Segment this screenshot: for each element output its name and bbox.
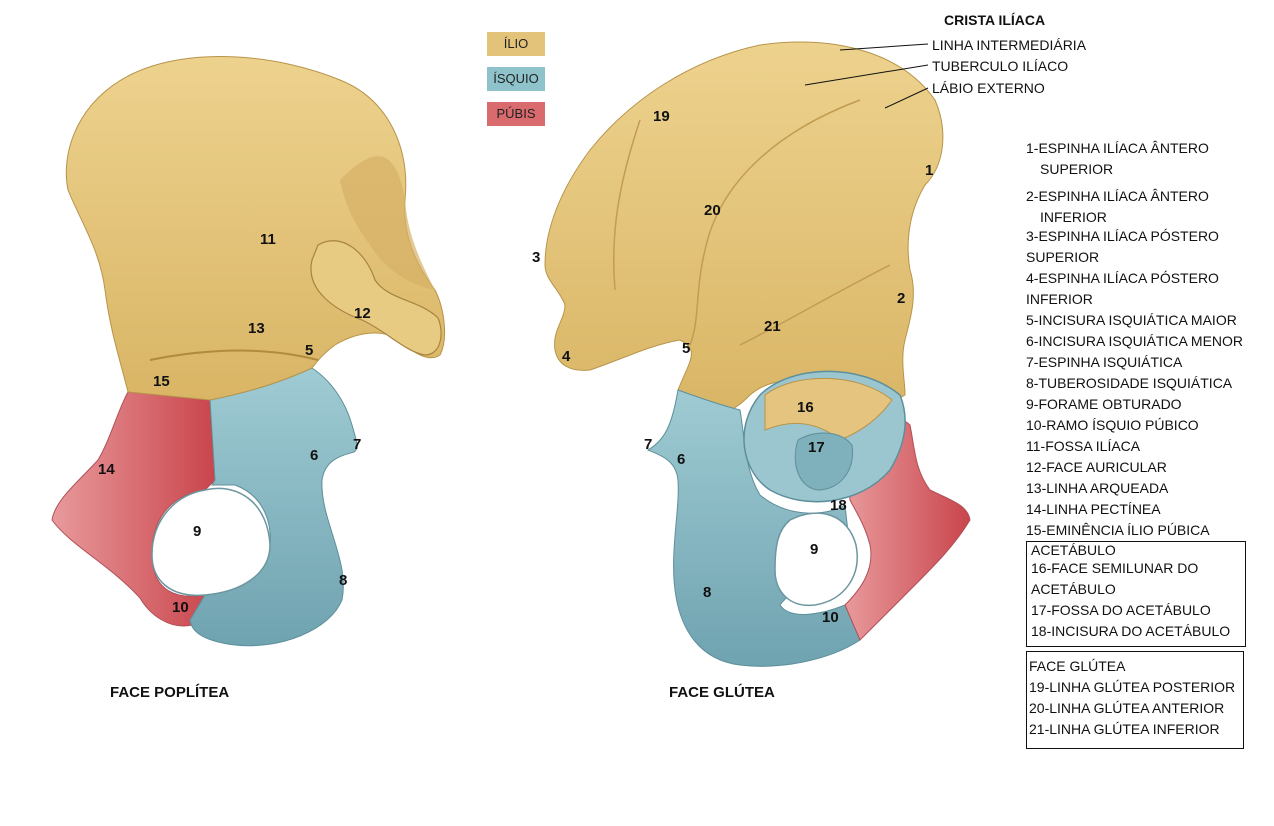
acetabulo-item-16-cont: ACETÁBULO <box>1031 581 1116 597</box>
list-item-4: 4-ESPINHA ILÍACA PÓSTERO INFERIOR <box>1026 268 1219 310</box>
legend-ilio: ÍLIO <box>487 32 545 56</box>
marker-right-4: 4 <box>562 348 571 365</box>
marker-right-18: 18 <box>830 497 847 514</box>
marker-left-13: 13 <box>248 320 265 337</box>
glutea-box: FACE GLÚTEA 19-LINHA GLÚTEA POSTERIOR 20… <box>1026 651 1244 749</box>
crest-intermediate-line-label: LINHA INTERMEDIÁRIA <box>932 37 1087 53</box>
right-posterior-gluteal-line <box>613 119 641 291</box>
right-inferior-gluteal-line <box>739 264 891 346</box>
right-hip-bone <box>544 41 971 667</box>
list-item-1-line1: 1-ESPINHA ILÍACA ÂNTERO <box>1026 140 1209 156</box>
list-item-2: 2-ESPINHA ILÍACA ÂNTERO INFERIOR <box>1026 186 1209 228</box>
marker-right-16: 16 <box>797 399 814 416</box>
list-item-1: 1-ESPINHA ILÍACA ÂNTERO SUPERIOR <box>1026 138 1209 180</box>
leader-intermediate-line <box>839 43 929 51</box>
left-auricular-surface <box>310 240 442 356</box>
list-item-5: 5-INCISURA ISQUIÁTICA MAIOR <box>1026 312 1237 328</box>
list-item-13: 13-LINHA ARQUEADA <box>1026 480 1169 496</box>
marker-right-20: 20 <box>704 202 721 219</box>
marker-right-21: 21 <box>764 318 781 335</box>
left-arcuate-line <box>149 349 319 361</box>
marker-right-7: 7 <box>644 436 653 453</box>
legend-isquio-label: ÍSQUIO <box>493 71 539 86</box>
marker-left-10: 10 <box>172 599 189 616</box>
right-anterior-gluteal-line <box>689 99 861 346</box>
right-ilium-region <box>544 41 944 421</box>
left-obturator-foramen <box>151 487 271 597</box>
marker-right-19: 19 <box>653 108 670 125</box>
marker-left-11: 11 <box>260 231 276 248</box>
list-item-8: 8-TUBEROSIDADE ISQUIÁTICA <box>1026 375 1233 391</box>
legend-pubis-label: PÚBIS <box>496 106 536 121</box>
list-item-14: 14-LINHA PECTÍNEA <box>1026 501 1161 517</box>
marker-right-17: 17 <box>808 439 825 456</box>
list-item-3-line2: SUPERIOR <box>1026 249 1100 265</box>
marker-left-5: 5 <box>305 342 314 359</box>
crest-external-lip-label: LÁBIO EXTERNO <box>932 80 1045 96</box>
view-title-right: FACE GLÚTEA <box>669 684 775 701</box>
list-item-15: 15-EMINÊNCIA ÍLIO PÚBICA <box>1026 522 1210 538</box>
marker-left-7: 7 <box>353 436 362 453</box>
leader-iliac-tubercle <box>804 64 929 86</box>
marker-right-2: 2 <box>897 290 906 307</box>
leader-external-lip <box>884 87 929 109</box>
marker-right-10: 10 <box>822 609 839 626</box>
left-rough-area <box>340 156 435 290</box>
legend-isquio: ÍSQUIO <box>487 67 545 91</box>
acetabulo-item-18: 18-INCISURA DO ACETÁBULO <box>1031 623 1231 639</box>
glutea-item-20: 20-LINHA GLÚTEA ANTERIOR <box>1029 700 1225 716</box>
right-acetabular-fossa <box>794 432 854 491</box>
acetabulo-box: ACETÁBULO 16-FACE SEMILUNAR DO ACETÁBULO… <box>1026 541 1246 647</box>
list-item-1-line2: SUPERIOR <box>1040 161 1114 177</box>
right-obturator-foramen <box>774 512 858 607</box>
list-item-3-line1: 3-ESPINHA ILÍACA PÓSTERO <box>1026 228 1219 244</box>
marker-right-5: 5 <box>682 340 691 357</box>
marker-left-14: 14 <box>98 461 115 478</box>
list-item-2-line1: 2-ESPINHA ILÍACA ÂNTERO <box>1026 188 1209 204</box>
legend-ilio-label: ÍLIO <box>503 36 529 51</box>
marker-right-9: 9 <box>810 541 819 558</box>
list-item-9: 9-FORAME OBTURADO <box>1026 396 1182 412</box>
list-item-11: 11-FOSSA ILÍACA <box>1026 438 1141 454</box>
acetabulo-title: ACETÁBULO <box>1031 542 1116 558</box>
glutea-item-19: 19-LINHA GLÚTEA POSTERIOR <box>1029 679 1236 695</box>
list-item-4-line1: 4-ESPINHA ILÍACA PÓSTERO <box>1026 270 1219 286</box>
acetabulo-item-17: 17-FOSSA DO ACETÁBULO <box>1031 602 1211 618</box>
view-title-left: FACE POPLÍTEA <box>110 684 230 701</box>
list-item-4-line2: INFERIOR <box>1026 291 1093 307</box>
list-item-7: 7-ESPINHA ISQUIÁTICA <box>1026 354 1183 370</box>
left-hip-bone <box>51 56 445 647</box>
marker-left-15: 15 <box>153 373 170 390</box>
crest-tubercle-label: TUBERCULO ILÍACO <box>932 58 1069 74</box>
right-acetabulum-lunate-surface <box>764 377 893 441</box>
acetabulo-item-16: 16-FACE SEMILUNAR DO <box>1031 560 1199 576</box>
list-item-10: 10-RAMO ÍSQUIO PÚBICO <box>1026 417 1199 433</box>
legend-pubis: PÚBIS <box>487 102 545 126</box>
list-item-2-line2: INFERIOR <box>1040 209 1107 225</box>
marker-right-3: 3 <box>532 249 541 266</box>
marker-left-8: 8 <box>339 572 348 589</box>
glutea-item-21: 21-LINHA GLÚTEA INFERIOR <box>1029 721 1220 737</box>
list-item-3: 3-ESPINHA ILÍACA PÓSTERO SUPERIOR <box>1026 226 1219 268</box>
list-item-12: 12-FACE AURICULAR <box>1026 459 1167 475</box>
list-item-6: 6-INCISURA ISQUIÁTICA MENOR <box>1026 333 1244 349</box>
marker-left-12: 12 <box>354 305 371 322</box>
marker-right-1: 1 <box>925 162 934 179</box>
marker-right-6: 6 <box>677 451 686 468</box>
glutea-title: FACE GLÚTEA <box>1029 658 1126 674</box>
marker-left-9: 9 <box>193 523 202 540</box>
marker-right-8: 8 <box>703 584 712 601</box>
marker-left-6: 6 <box>310 447 319 464</box>
crest-title: CRISTA ILÍACA <box>944 12 1046 28</box>
